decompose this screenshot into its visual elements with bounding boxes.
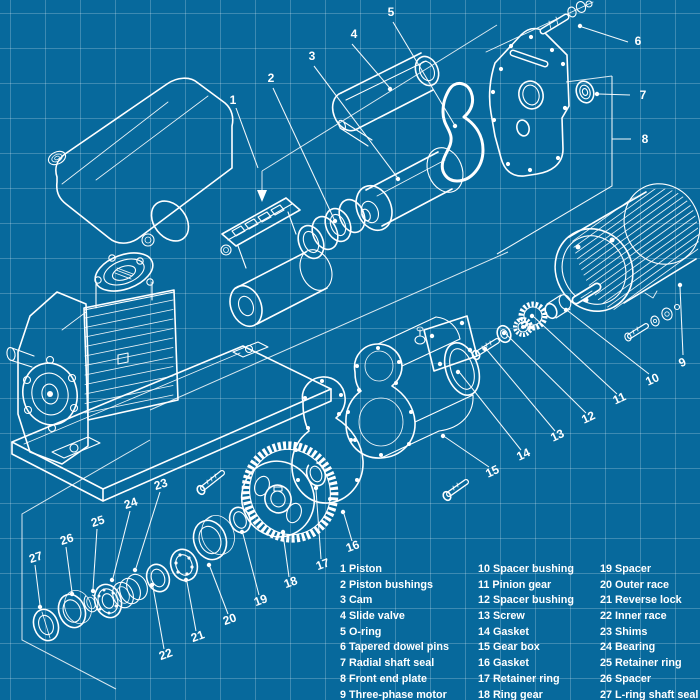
- callout-14: 14: [514, 445, 532, 463]
- construction-lines: [21, 1, 613, 690]
- legend-item-20: 20 Outer race: [600, 578, 670, 591]
- o-ring-drawing: [440, 82, 485, 183]
- callout-6: 6: [635, 34, 642, 48]
- legend-item-23: 23 Shims: [600, 625, 648, 638]
- legend-item-22: 22 Inner race: [600, 610, 667, 623]
- retainer-ring-25-drawing: [83, 592, 99, 613]
- callout-4: 4: [351, 27, 358, 41]
- legend-item-14: 14 Gasket: [478, 625, 530, 638]
- callout-27: 27: [27, 548, 44, 566]
- legend-item-10: 10 Spacer bushing: [478, 563, 575, 575]
- legend-column-1: 1 Piston 2 Piston bushings 3 Cam 4 Slide va…: [340, 562, 449, 700]
- callout-9: 9: [676, 354, 688, 370]
- legend-item-5: 5 O-ring: [340, 625, 382, 638]
- callout-1: 1: [230, 93, 237, 107]
- dowel-pins-drawing: [539, 0, 593, 35]
- legend-item-21: 21 Reverse lock: [600, 594, 682, 607]
- spacer-bushing-12-drawing: [496, 324, 512, 344]
- spacer-bushing-10-drawing: [544, 294, 572, 320]
- pinion-gear-drawing: [513, 301, 548, 337]
- gasket-16-drawing: [291, 376, 364, 504]
- callout-5: 5: [388, 5, 395, 19]
- callout-17: 17: [314, 555, 332, 573]
- ring-gear-drawing: [240, 441, 339, 543]
- gear-box-drawing: [345, 315, 478, 459]
- legend-item-26: 26 Spacer: [600, 672, 652, 685]
- legend-item-6: 6 Tapered dowel pins: [340, 641, 449, 654]
- motor-screw-washers-drawing: [624, 303, 681, 342]
- screw-near-shims-drawing: [196, 470, 225, 496]
- legend-item-27: 27 L-ring shaft seal: [600, 688, 699, 700]
- callout-12: 12: [579, 408, 597, 426]
- legend-item-19: 19 Spacer: [600, 563, 652, 575]
- legend-item-18: 18 Ring gear: [478, 688, 543, 700]
- cam-drawing: [355, 147, 464, 232]
- legend-item-13: 13 Screw: [478, 610, 525, 623]
- legend-item-9: 9 Three-phase motor: [340, 688, 447, 700]
- legend-item-1: 1 Piston: [340, 563, 382, 575]
- shims-drawing: [112, 573, 148, 609]
- legend-column-2: 10 Spacer bushing 11 Pinion gear 12 Spacer…: [478, 562, 574, 700]
- callout-8: 8: [642, 132, 649, 146]
- reverse-lock-drawing: [169, 548, 199, 582]
- pump-assembly-drawing: [6, 77, 332, 502]
- callout-19: 19: [252, 591, 270, 609]
- callout-25: 25: [89, 512, 106, 530]
- callout-3: 3: [309, 49, 316, 63]
- gear-box-screw-drawing: [442, 479, 469, 502]
- bearing-drawing: [93, 583, 123, 619]
- callout-24: 24: [122, 494, 139, 512]
- callout-11: 11: [611, 389, 629, 407]
- callout-numbers: 1234567891011121314151617181920212223242…: [27, 5, 688, 663]
- legend-item-2: 2 Piston bushings: [340, 578, 433, 591]
- inner-race-drawing: [145, 563, 171, 593]
- legend-item-16: 16 Gasket: [478, 657, 530, 670]
- callout-10: 10: [643, 370, 661, 388]
- leader-lines: [34, 21, 684, 650]
- callout-22: 22: [157, 645, 175, 663]
- slide-valve-drawing: [331, 52, 440, 147]
- legend-item-8: 8 Front end plate: [340, 672, 427, 685]
- callout-21: 21: [189, 627, 207, 645]
- callout-15: 15: [483, 462, 501, 480]
- front-end-plate-drawing: [488, 27, 570, 177]
- motor-drawing: [554, 183, 700, 313]
- gasket-14-drawing: [443, 342, 481, 396]
- legend-item-25: 25 Retainer ring: [600, 657, 682, 670]
- l-ring-shaft-seal-drawing: [32, 608, 60, 642]
- legend-item-7: 7 Radial shaft seal: [340, 657, 435, 670]
- callout-16: 16: [344, 537, 362, 555]
- callout-2: 2: [268, 71, 275, 85]
- legend-item-4: 4 Slide valve: [340, 610, 405, 623]
- callout-18: 18: [282, 573, 300, 591]
- piston-bushings-drawing: [297, 198, 366, 260]
- piston-drawing: [221, 197, 333, 328]
- outer-race-drawing: [192, 515, 235, 561]
- legend-item-12: 12 Spacer bushing: [478, 594, 575, 607]
- spacer-19-drawing: [228, 506, 252, 534]
- legend-item-17: 17 Retainer ring: [478, 672, 560, 685]
- radial-shaft-seal-drawing: [575, 80, 595, 104]
- legend-column-3: 19 Spacer 20 Outer race 21 Reverse lock 22 …: [600, 562, 698, 700]
- legend-item-11: 11 Pinion gear: [478, 578, 552, 591]
- callout-26: 26: [58, 530, 75, 548]
- callout-13: 13: [548, 426, 566, 444]
- retainer-ring-17-drawing: [305, 460, 327, 487]
- legend-item-24: 24 Bearing: [600, 641, 656, 654]
- callout-23: 23: [152, 475, 169, 493]
- callout-7: 7: [640, 88, 647, 102]
- callout-20: 20: [221, 610, 239, 628]
- legend-item-3: 3 Cam: [340, 594, 373, 607]
- screw-13-drawing: [471, 338, 500, 361]
- legend-item-15: 15 Gear box: [478, 641, 540, 654]
